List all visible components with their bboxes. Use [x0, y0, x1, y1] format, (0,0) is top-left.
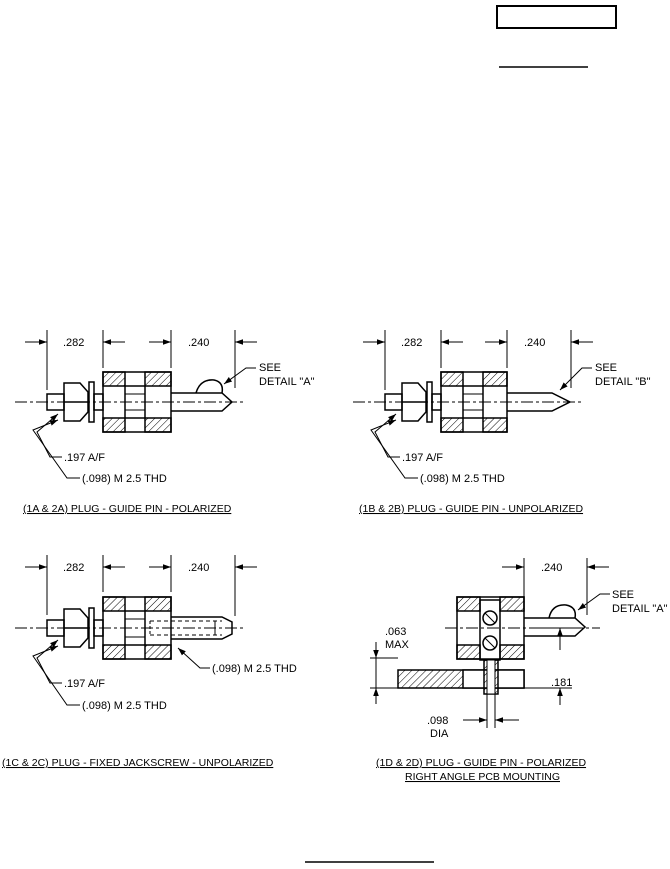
- dim-282: .282: [63, 337, 84, 349]
- dim-181: .181: [551, 677, 572, 689]
- dim-240: .240: [524, 337, 545, 349]
- see-detail-line2: DETAIL "B": [595, 376, 651, 388]
- dim-dia: DIA: [430, 728, 449, 740]
- see-detail-line1: SEE: [259, 362, 281, 374]
- see-detail-line2: DETAIL "A": [612, 603, 668, 615]
- see-detail-line1: SEE: [595, 362, 617, 374]
- dim-thd: (.098) M 2.5 THD: [82, 700, 167, 712]
- view-caption-2: RIGHT ANGLE PCB MOUNTING: [405, 771, 560, 783]
- dim-af: .197 A/F: [64, 452, 105, 464]
- header-box: [496, 5, 617, 29]
- see-detail-line2: DETAIL "A": [259, 376, 315, 388]
- dim-thd: (.098) M 2.5 THD: [82, 473, 167, 485]
- dim-240: .240: [188, 562, 209, 574]
- view-1a-guide-pin-polarized: [15, 330, 257, 479]
- view-1d-right-angle-pcb: [370, 558, 610, 728]
- dim-240: .240: [541, 562, 562, 574]
- dim-af: .197 A/F: [64, 678, 105, 690]
- view-caption: (1B & 2B) PLUG - GUIDE PIN - UNPOLARIZED: [359, 503, 583, 515]
- view-caption: (1D & 2D) PLUG - GUIDE PIN - POLARIZED: [376, 757, 586, 769]
- view-caption: (1C & 2C) PLUG - FIXED JACKSCREW - UNPOL…: [2, 757, 274, 769]
- dim-thd-jackscrew: (.098) M 2.5 THD: [212, 663, 297, 675]
- dim-098: .098: [427, 715, 448, 727]
- dim-af: .197 A/F: [402, 452, 443, 464]
- see-detail-line1: SEE: [612, 589, 634, 601]
- dim-max: MAX: [385, 639, 410, 651]
- view-1c-fixed-jackscrew: [15, 555, 257, 706]
- dim-282: .282: [401, 337, 422, 349]
- dim-063: .063: [385, 626, 406, 638]
- dim-282: .282: [63, 562, 84, 574]
- dim-thd: (.098) M 2.5 THD: [420, 473, 505, 485]
- dim-240: .240: [188, 337, 209, 349]
- view-1b-guide-pin-unpolarized: [353, 330, 593, 479]
- view-caption: (1A & 2A) PLUG - GUIDE PIN - POLARIZED: [23, 503, 232, 515]
